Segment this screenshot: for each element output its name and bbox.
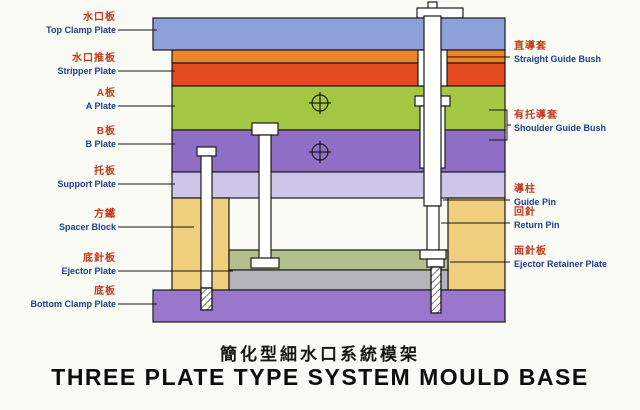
label-shoulder-guide-bush: 有托導套 Shoulder Guide Bush (514, 110, 638, 134)
leader-lines (118, 29, 511, 305)
support-plate (171, 171, 506, 199)
b-plate (171, 129, 506, 173)
a-plate (171, 85, 506, 131)
a-plate-label-en: A Plate (85, 101, 116, 111)
b-plate-label-en: B Plate (85, 139, 116, 149)
label-ejector-plate: 底針板 Ejector Plate (4, 253, 116, 277)
puller-pin-foot (250, 257, 280, 269)
bottom-clamp-plate-label-cn: 底板 (94, 286, 116, 297)
label-support-plate: 托板 Support Plate (4, 166, 116, 190)
stripper-plate-label-en: Stripper Plate (57, 66, 116, 76)
label-b-plate: B板 B Plate (4, 126, 116, 150)
diagram-title-english: THREE PLATE TYPE SYSTEM MOULD BASE (51, 364, 589, 390)
guide-pin-label-en: Guide Pin (514, 197, 557, 207)
ejector-plate (228, 269, 449, 291)
top-clamp-plate (152, 17, 506, 51)
puller-pin-head (251, 122, 279, 136)
diagram-title-chinese: 簡化型細水口系統模架 (220, 345, 420, 364)
a-plate-label-cn: A板 (96, 88, 116, 99)
label-top-clamp-plate: 水口板 Top Clamp Plate (4, 12, 116, 36)
guide-pin (423, 15, 442, 207)
support-plate-label-en: Support Plate (57, 179, 116, 189)
ejector-bolt-head (426, 258, 445, 268)
top-clamp-plate-label-en: Top Clamp Plate (46, 25, 116, 35)
label-ejector-retainer-plate: 面針板 Ejector Retainer Plate (514, 246, 638, 270)
return-pin-label-cn: 回針 (514, 207, 536, 218)
leader-shoulder-guide-bush-bracket (489, 109, 511, 141)
support-plate-label-cn: 托板 (94, 166, 116, 177)
stripper-plate (171, 62, 506, 87)
support-bolt-head (196, 146, 217, 157)
label-stripper-plate: 水口推板 Stripper Plate (4, 53, 116, 77)
return-pin (426, 205, 440, 251)
straight-guide-bush-label-cn: 直導套 (514, 41, 547, 52)
label-spacer-block: 方鐵 Spacer Block (4, 209, 116, 233)
straight-guide-bush-label-en: Straight Guide Bush (514, 54, 602, 64)
return-pin-label-en: Return Pin (514, 220, 560, 230)
label-bottom-clamp-plate: 底板 Bottom Clamp Plate (4, 286, 116, 310)
shoulder-guide-bush-label-cn: 有托導套 (514, 110, 558, 121)
b-plate-label-cn: B板 (96, 126, 116, 137)
shoulder-guide-bush-label-en: Shoulder Guide Bush (514, 123, 607, 133)
spacer-block-label-en: Spacer Block (58, 222, 116, 232)
ejector-plate-label-cn: 底針板 (83, 253, 116, 264)
support-bolt-shaft (200, 155, 213, 289)
ejector-plate-label-en: Ejector Plate (61, 266, 116, 276)
label-a-plate: A板 A Plate (4, 88, 116, 112)
support-bolt-thread (200, 287, 213, 311)
label-guide-pin: 導柱 Guide Pin (514, 184, 638, 208)
stripper-plate-label-cn: 水口推板 (72, 53, 116, 64)
puller-pin-shaft (258, 134, 272, 263)
ejector-retainer-plate-label-en: Ejector Retainer Plate (514, 259, 608, 269)
spacer-block-label-cn: 方鐵 (94, 209, 116, 220)
top-clamp-plate-label-cn: 水口板 (83, 12, 116, 23)
guide-pin-label-cn: 導柱 (514, 184, 536, 195)
bottom-clamp-plate-label-en: Bottom Clamp Plate (30, 299, 116, 309)
ejector-retainer-plate-label-cn: 面針板 (514, 246, 547, 257)
spacer-block-right (447, 197, 506, 291)
ejector-bolt-thread (430, 266, 442, 314)
label-straight-guide-bush: 直導套 Straight Guide Bush (514, 41, 638, 65)
label-return-pin: 回針 Return Pin (514, 207, 638, 231)
screw-hole-symbols (309, 92, 331, 163)
return-pin-foot (419, 249, 447, 260)
